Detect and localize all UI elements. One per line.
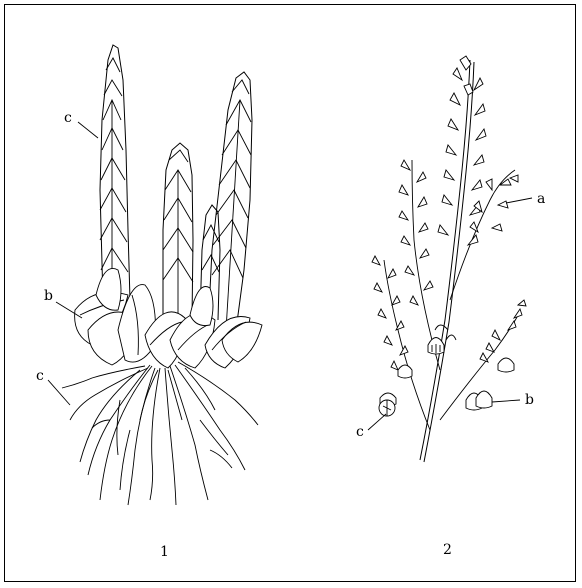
plant-2-label-c: c (356, 424, 364, 440)
plant-2-leaves-right (470, 175, 526, 362)
plant-1-leader-c-root (48, 380, 70, 405)
plant-1-drawing (48, 45, 262, 505)
plant-2-leader-a (506, 198, 532, 203)
plant-2-leader-b (492, 400, 520, 402)
plant-2-main-stem (420, 60, 470, 460)
plant-2-caption: 2 (443, 542, 452, 558)
plant-1-caption: 1 (160, 544, 169, 560)
plant-2-leaves-left (372, 160, 433, 370)
plant-2-flowers (379, 338, 514, 417)
plant-2-leader-c (368, 414, 386, 430)
plant-1-label-b: b (44, 288, 53, 304)
plant-1-label-c-leaf: c (64, 110, 72, 126)
plant-2-label-b: b (525, 392, 534, 408)
plant-1-label-c-root: c (36, 368, 44, 384)
plant-1-leader-c-top (78, 122, 98, 138)
plant-2-leaves-top (438, 56, 486, 245)
plant-2-drawing (368, 56, 532, 462)
plant-1-roots (62, 362, 258, 505)
plant-2-label-a: a (537, 191, 545, 207)
